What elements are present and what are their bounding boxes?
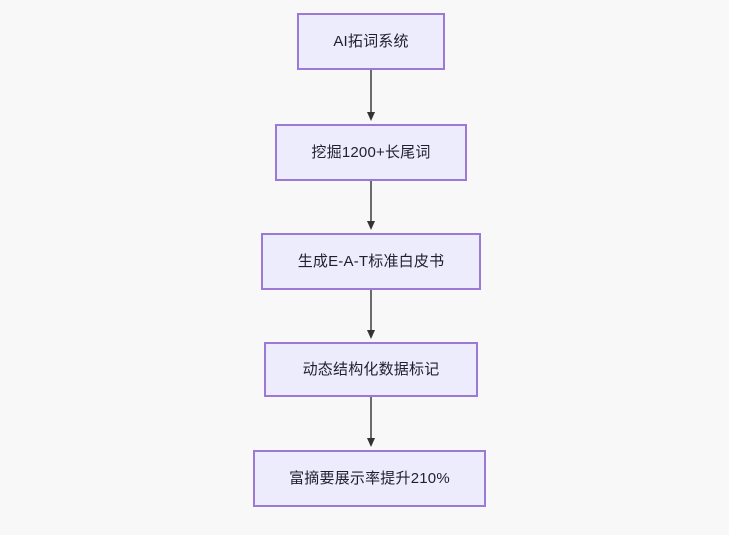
flow-node-rich-snippet-impression-uplift[interactable]: 富摘要展示率提升210%	[253, 450, 486, 507]
flow-node-label: 动态结构化数据标记	[302, 360, 440, 378]
flow-node-label: 挖掘1200+长尾词	[311, 143, 431, 161]
flow-node-label: 富摘要展示率提升210%	[289, 469, 450, 487]
flow-node-label: AI拓词系统	[333, 32, 409, 50]
flow-node-ai-keyword-system[interactable]: AI拓词系统	[297, 13, 445, 70]
flow-node-dynamic-structured-data-markup[interactable]: 动态结构化数据标记	[264, 342, 478, 397]
flow-node-mine-longtail-keywords[interactable]: 挖掘1200+长尾词	[275, 124, 467, 181]
flow-node-generate-eat-whitepaper[interactable]: 生成E-A-T标准白皮书	[261, 233, 481, 290]
flow-node-label: 生成E-A-T标准白皮书	[297, 252, 445, 270]
